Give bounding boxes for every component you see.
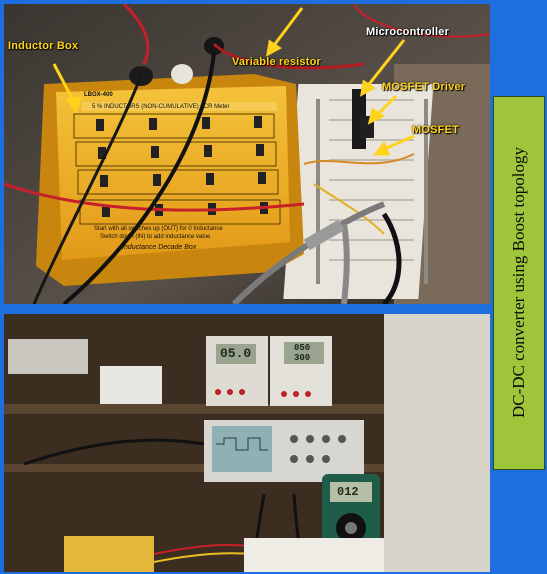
device-brand: LBOX-400 <box>84 92 113 98</box>
bottom-photo-scene <box>4 314 490 572</box>
bottom-photo: 05.0 050 300 012 <box>4 314 490 572</box>
power-supply-2-reading: 050 <box>294 343 311 353</box>
room-back <box>384 314 490 572</box>
small-box <box>100 366 162 404</box>
multimeter-reading: 012 <box>337 485 359 499</box>
oscilloscope <box>204 420 364 482</box>
paper-sheet <box>244 538 384 572</box>
label-microcontroller: Microcontroller <box>366 26 450 38</box>
power-supply-2-reading-2: 300 <box>294 353 311 363</box>
label-mosfet-driver: MOSFET Driver <box>382 81 466 93</box>
device-instruction-1: Start with all switches up (OUT) for 0 I… <box>94 226 223 232</box>
device-instruction-2: Switch down (IN) to add inductance value <box>100 234 211 240</box>
side-caption: DC-DC converter using Boost topology <box>509 147 528 419</box>
side-caption-box: DC-DC converter using Boost topology <box>493 96 545 470</box>
bottom-breadboard <box>64 536 154 572</box>
top-photo: LBOX-400 5 % INDUCTORS (NON-CUMULATIVE) … <box>4 4 490 304</box>
shelf-1 <box>4 404 384 414</box>
shelf-2 <box>4 464 384 472</box>
power-supply-1-reading: 05.0 <box>220 346 252 361</box>
label-variable-resistor: Variable resistor <box>232 56 322 68</box>
wires <box>4 4 490 304</box>
oscilloscope-probe <box>303 219 345 251</box>
function-generator <box>8 339 88 374</box>
device-footer: Inductance Decade Box <box>122 244 197 251</box>
label-mosfet: MOSFET <box>412 124 460 136</box>
top-photo-scene <box>4 4 490 304</box>
pointer-arrows <box>52 7 415 156</box>
device-title-line: 5 % INDUCTORS (NON-CUMULATIVE) LCR Meter <box>92 104 230 110</box>
label-inductor-box: Inductor Box <box>8 40 79 52</box>
power-supplies <box>206 336 332 406</box>
